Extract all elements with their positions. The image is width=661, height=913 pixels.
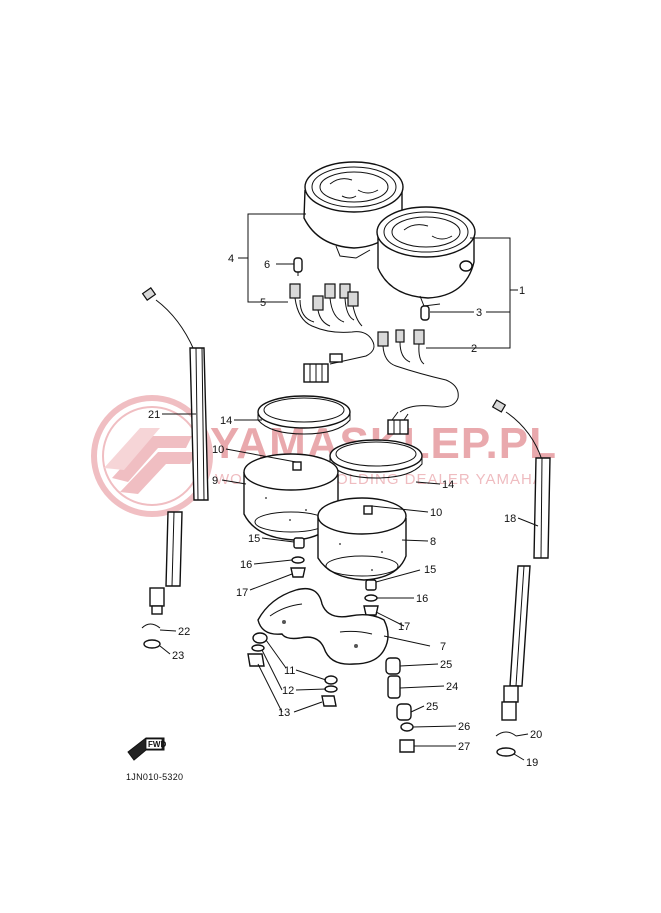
nut-27 (399, 739, 415, 753)
washer-16-right (364, 594, 378, 602)
meter-case-8 (317, 497, 407, 581)
socket-harness-left (289, 283, 375, 383)
callout-8[interactable]: 8 (430, 536, 436, 548)
callout-11[interactable]: 11 (284, 665, 295, 677)
callout-18[interactable]: 18 (504, 513, 516, 525)
speedometer-assembly[interactable] (376, 206, 476, 307)
socket-harness-right (377, 329, 459, 435)
callout-23[interactable]: 23 (172, 650, 184, 662)
callout-4[interactable]: 4 (228, 253, 234, 265)
speedometer-cable-18 (491, 399, 551, 721)
callout-17-right[interactable]: 17 (398, 621, 410, 633)
callout-5[interactable]: 5 (260, 297, 266, 309)
grommet-15-right (365, 579, 377, 591)
nut-17-right (363, 605, 379, 616)
o-ring-23 (143, 639, 161, 649)
watermark-logo-icon (91, 395, 213, 517)
fwd-label: FWD (148, 740, 166, 749)
callout-12[interactable]: 12 (282, 685, 294, 697)
callout-25-bottom[interactable]: 25 (426, 701, 438, 713)
washer-26 (400, 722, 414, 732)
callout-14-right[interactable]: 14 (442, 479, 454, 491)
callout-19[interactable]: 19 (526, 757, 538, 769)
callout-13[interactable]: 13 (278, 707, 290, 719)
callout-24[interactable]: 24 (446, 681, 458, 693)
collar-24 (387, 675, 401, 699)
o-ring-19 (496, 747, 516, 757)
callout-17-left[interactable]: 17 (236, 587, 248, 599)
callout-1[interactable]: 1 (519, 285, 525, 297)
callout-21[interactable]: 21 (148, 409, 160, 421)
damper-25-bottom (396, 703, 412, 721)
callout-9[interactable]: 9 (212, 475, 218, 487)
callout-labels: 1 2 3 4 5 6 7 8 9 10 10 11 12 13 14 14 1… (148, 253, 542, 769)
tachometer-cable-21 (141, 287, 209, 615)
callout-10-left[interactable]: 10 (212, 444, 224, 456)
clip-22 (141, 623, 161, 629)
meter-bracket-7 (257, 587, 389, 665)
callout-16-left[interactable]: 16 (240, 559, 252, 571)
clip-20 (495, 731, 517, 737)
callout-10-right[interactable]: 10 (430, 507, 442, 519)
nut-13 (247, 653, 337, 707)
callout-27[interactable]: 27 (458, 741, 470, 753)
leader-lines (159, 213, 539, 761)
callout-15-left[interactable]: 15 (248, 533, 260, 545)
damper-25-top (385, 657, 401, 675)
diagram-code: 1JN010-5320 (126, 772, 183, 782)
callout-2[interactable]: 2 (471, 343, 477, 355)
callout-15-right[interactable]: 15 (424, 564, 436, 576)
callout-3[interactable]: 3 (476, 307, 482, 319)
callout-14-left[interactable]: 14 (220, 415, 232, 427)
callout-7[interactable]: 7 (440, 641, 446, 653)
callout-20[interactable]: 20 (530, 729, 542, 741)
bulb-6 (293, 257, 303, 276)
nut-17-left (290, 567, 306, 578)
washer-12 (251, 644, 338, 693)
damper-11 (252, 632, 338, 685)
fwd-arrow-icon: FWD (127, 737, 166, 761)
callout-25-top[interactable]: 25 (440, 659, 452, 671)
washer-16-left (291, 556, 305, 564)
callout-16-right[interactable]: 16 (416, 593, 428, 605)
bezel-ring-14-left (257, 395, 351, 435)
callout-26[interactable]: 26 (458, 721, 470, 733)
callout-22[interactable]: 22 (178, 626, 190, 638)
grommet-15-left (293, 537, 305, 549)
callout-6[interactable]: 6 (264, 259, 270, 271)
bulb-3 (420, 305, 430, 321)
